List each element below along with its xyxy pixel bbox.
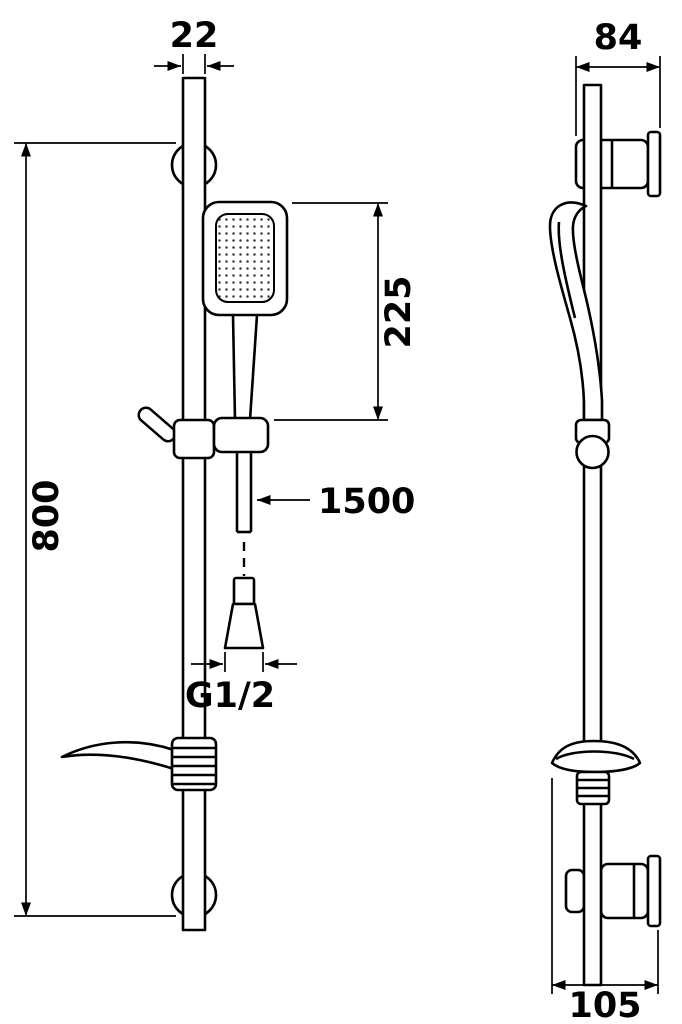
shower-profile-face-line (557, 221, 577, 319)
bracket-wall-flange (646, 130, 662, 198)
dim-label-handshower-length: 225 (379, 275, 419, 348)
dim-bracket-depth: 84 (575, 18, 661, 136)
soap-dish-front (60, 736, 218, 792)
hand-shower-front (201, 200, 289, 421)
spray-face (215, 213, 275, 303)
slide-rail-side (582, 83, 603, 987)
shower-hose (223, 452, 265, 650)
soap-dish-tray (60, 741, 176, 771)
holder-lever (137, 406, 177, 443)
wall-bracket-bottom-side (564, 854, 662, 928)
dim-label-base-depth: 105 (568, 986, 641, 1024)
dim-label-hose-length: 1500 (318, 482, 415, 522)
slider-holder-side (574, 418, 611, 470)
lever-body (140, 409, 174, 440)
dim-base-depth: 105 (551, 778, 659, 1024)
slider-holder-front (172, 418, 216, 460)
hose-connector-cone (223, 602, 265, 650)
bracket-body (599, 862, 650, 920)
bracket-wall-flange (646, 854, 662, 928)
dim-rail-height: 800 (14, 142, 176, 917)
soap-dish-side (550, 739, 642, 806)
slide-rail-front (181, 76, 207, 932)
dim-label-thread: G1/2 (185, 676, 275, 716)
dim-label-rail-width: 22 (170, 16, 219, 56)
handle-right-edge (248, 314, 259, 421)
hose-nut (232, 576, 256, 606)
soap-dish-rim-line (555, 750, 635, 761)
holder-cup (212, 416, 270, 454)
bracket-front-cap (564, 868, 586, 914)
dim-hose-length: 1500 (257, 482, 415, 522)
front-view: 22 800 225 1500 G1/2 (14, 16, 419, 932)
side-view: 84 105 (548, 18, 662, 1024)
dim-handshower-length: 225 (274, 202, 419, 421)
dim-thread: G1/2 (185, 652, 297, 716)
dim-label-rail-height: 800 (27, 479, 67, 552)
slider-knob (575, 434, 610, 470)
soap-dish-profile (550, 739, 642, 774)
soap-dish-clamp (170, 736, 218, 792)
dim-rail-width: 22 (154, 16, 234, 74)
dim-label-bracket-depth: 84 (594, 18, 643, 58)
handle-left-edge (231, 314, 237, 421)
